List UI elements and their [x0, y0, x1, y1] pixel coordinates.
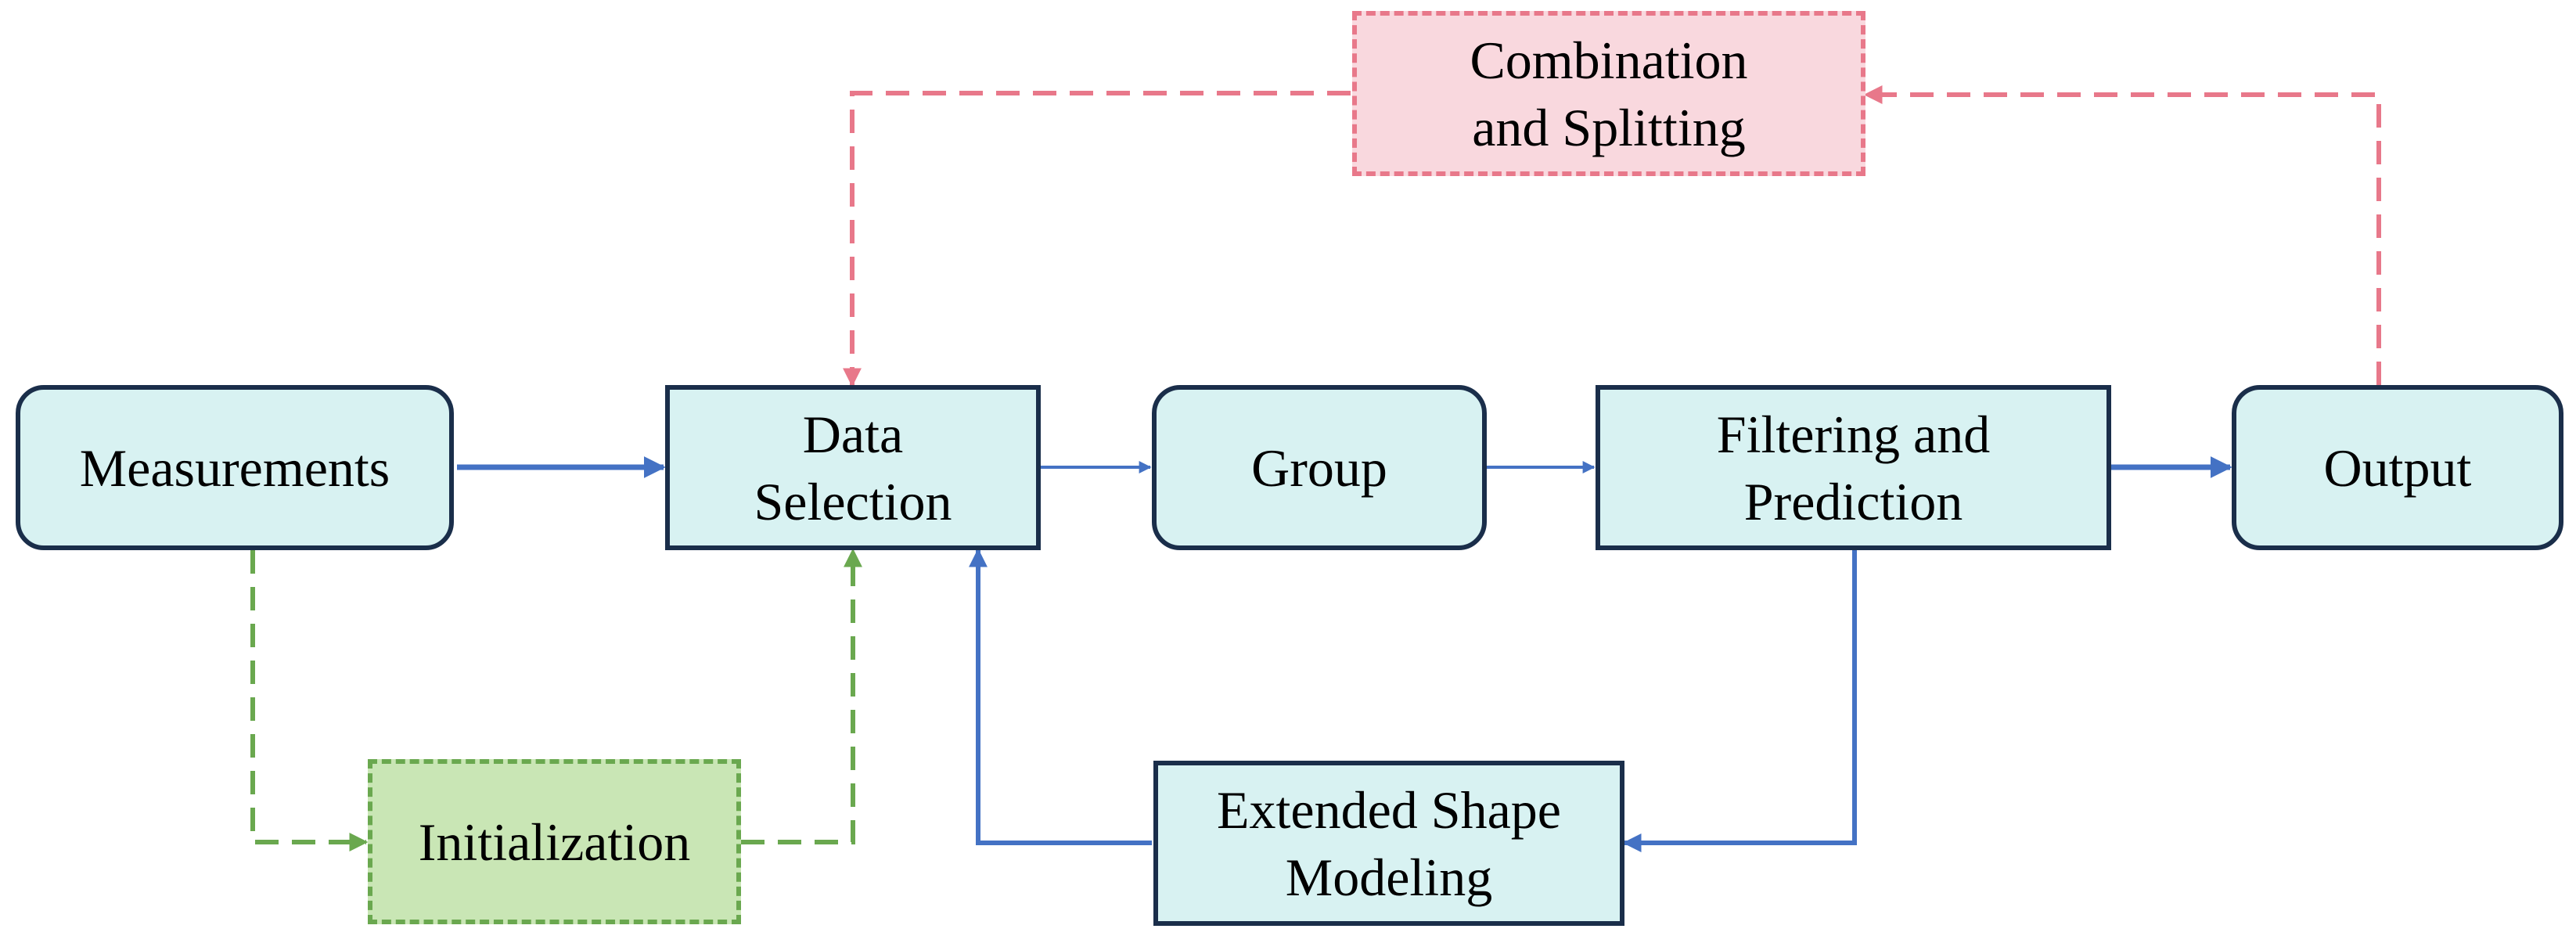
arrow-combination-to-selection: [843, 91, 1351, 387]
combination-line1: Combination: [1470, 30, 1748, 90]
arrow-initialization-to-selection: [741, 548, 862, 844]
combination-splitting-node: Combination and Splitting: [1352, 11, 1865, 176]
extended-line2: Modeling: [1285, 847, 1493, 907]
filtering-prediction-text: Filtering and Prediction: [1717, 401, 1990, 535]
initialization-label: Initialization: [418, 812, 691, 872]
arrow-measurements-to-initialization: [250, 550, 369, 851]
combination-line2: and Splitting: [1472, 97, 1746, 157]
filtering-prediction-node: Filtering and Prediction: [1596, 385, 2111, 550]
arrow-filtering-to-extended: [1622, 550, 1857, 852]
arrow-output-to-combination: [1863, 85, 2381, 385]
group-label: Group: [1251, 437, 1387, 498]
data-selection-line1: Data: [802, 404, 904, 464]
combination-text: Combination and Splitting: [1470, 27, 1747, 161]
extended-line1: Extended Shape: [1217, 779, 1561, 840]
data-selection-text: Data Selection: [754, 401, 952, 535]
extended-shape-modeling-node: Extended Shape Modeling: [1153, 761, 1624, 926]
extended-text: Extended Shape Modeling: [1217, 776, 1561, 911]
initialization-node: Initialization: [368, 759, 741, 924]
output-label: Output: [2323, 437, 2472, 498]
group-node: Group: [1152, 385, 1487, 550]
arrow-extended-to-selection: [969, 548, 1152, 845]
data-selection-line2: Selection: [754, 471, 952, 531]
output-node: Output: [2232, 385, 2563, 550]
filtering-line2: Prediction: [1743, 471, 1963, 531]
measurements-node: Measurements: [16, 385, 454, 550]
filtering-line1: Filtering and: [1716, 404, 1991, 464]
data-selection-node: Data Selection: [665, 385, 1041, 550]
measurements-label: Measurements: [79, 437, 390, 498]
